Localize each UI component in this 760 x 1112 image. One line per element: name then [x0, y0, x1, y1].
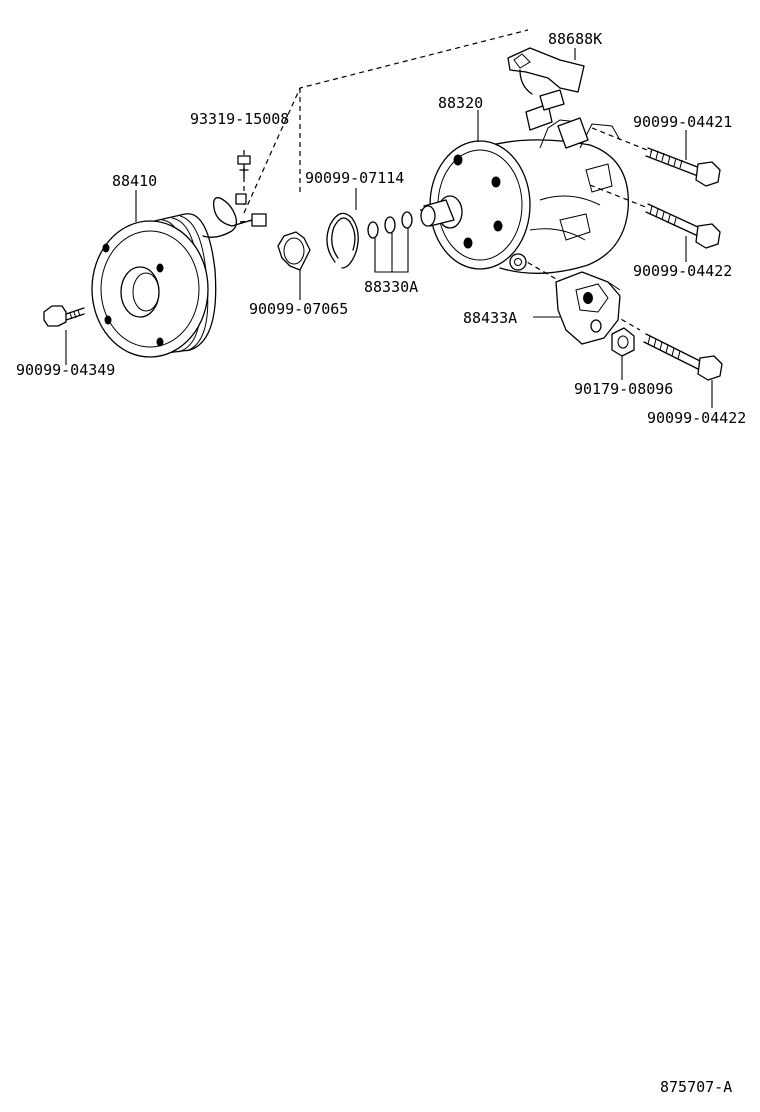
compressor-bracket — [555, 271, 621, 345]
nut — [611, 327, 635, 357]
part-labels: 88688K 88320 93319-15008 90099-04421 884… — [16, 30, 746, 427]
pulley-bolt — [43, 305, 85, 327]
wire-connector — [507, 47, 585, 95]
label-88330A: 88330A — [364, 278, 418, 296]
label-90099-07065: 90099-07065 — [249, 300, 348, 318]
label-93319-15008: 93319-15008 — [190, 110, 289, 128]
shim-ring — [277, 231, 311, 271]
snap-ring — [326, 212, 359, 269]
label-90179-08096: 90179-08096 — [574, 380, 673, 398]
figure-code: 875707-A — [660, 1078, 732, 1096]
magnetic-clutch-pulley — [91, 193, 267, 358]
label-90099-04421: 90099-04421 — [633, 113, 732, 131]
label-90099-04349: 90099-04349 — [16, 361, 115, 379]
mount-bolt-lower — [643, 333, 723, 381]
label-88320: 88320 — [438, 94, 483, 112]
wire-clip — [237, 155, 251, 179]
shim-set — [367, 211, 413, 273]
compressor-body — [420, 89, 629, 274]
label-88433A: 88433A — [463, 309, 517, 327]
label-88410: 88410 — [112, 172, 157, 190]
leader-lines — [65, 48, 713, 408]
label-90099-07114: 90099-07114 — [305, 169, 404, 187]
label-90099-04422-upper: 90099-04422 — [633, 262, 732, 280]
mount-bolt-upper — [645, 147, 721, 187]
mount-bolt-middle — [645, 203, 721, 249]
label-90099-04422-lower: 90099-04422 — [647, 409, 746, 427]
label-88688K: 88688K — [548, 30, 602, 48]
